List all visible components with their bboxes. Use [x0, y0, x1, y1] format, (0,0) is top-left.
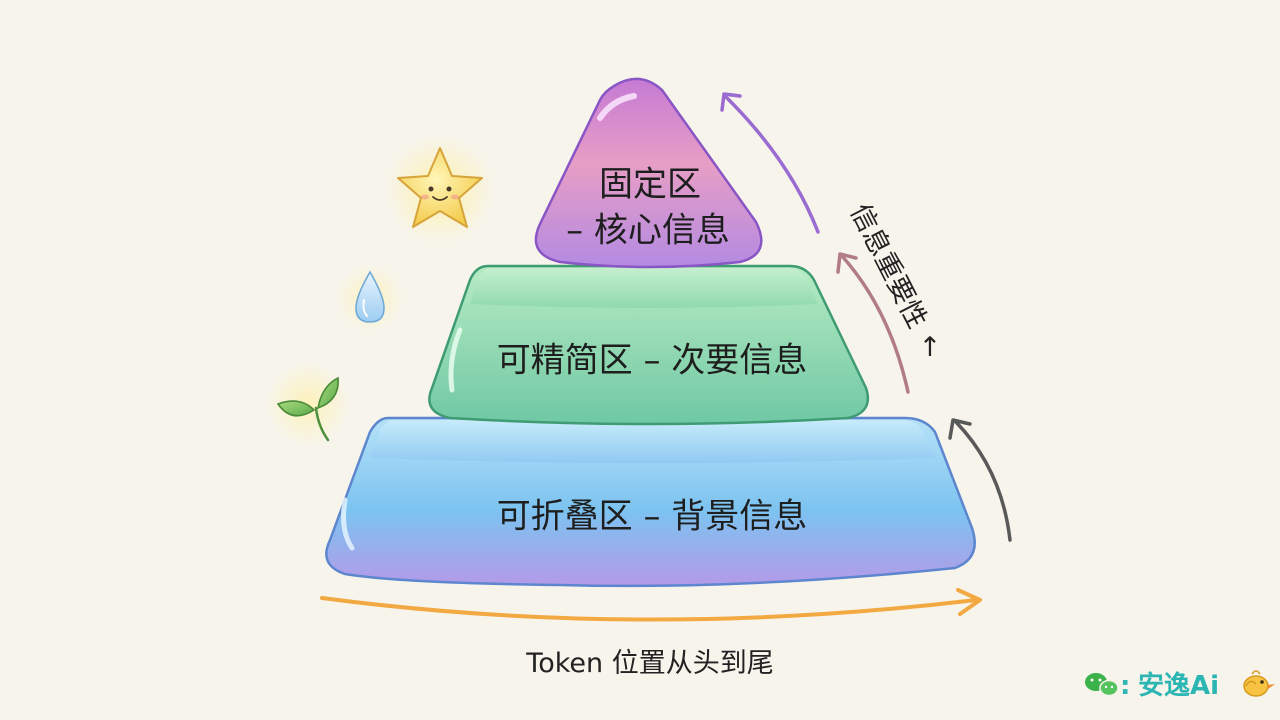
bird-icon: [1243, 670, 1275, 697]
importance-label-group: 信息重要性 ↑: [844, 199, 942, 363]
importance-arrow-middle: [840, 254, 910, 394]
importance-arrows: [720, 92, 1012, 542]
watermark-brand: 安逸Ai: [1138, 671, 1219, 701]
importance-arrow-top: [723, 94, 820, 234]
tier-top-label-line2: – 核心信息: [566, 211, 730, 251]
star-icon: [385, 135, 495, 245]
importance-arrow-glyph: ↑: [919, 332, 942, 363]
tier-middle: 可精简区 – 次要信息: [428, 264, 870, 426]
tier-bottom-label: 可折叠区 – 背景信息: [497, 497, 808, 537]
tier-top-body: [534, 77, 763, 269]
water-drop-icon: [336, 264, 404, 332]
tier-middle-label: 可精简区 – 次要信息: [497, 341, 808, 381]
tier-top: 固定区 – 核心信息: [534, 77, 763, 269]
watermark-separator: :: [1120, 671, 1130, 701]
tier-bottom: 可折叠区 – 背景信息: [325, 416, 976, 588]
tier-middle-top-face: [470, 268, 818, 308]
importance-label: 信息重要性: [844, 199, 933, 333]
tier-top-highlight: [597, 93, 637, 121]
wechat-icon: [1085, 673, 1119, 697]
token-position-label: Token 位置从头到尾: [525, 648, 773, 679]
tier-bottom-highlight: [341, 497, 355, 551]
sprout-icon: [266, 362, 350, 446]
importance-arrow-bottom: [954, 420, 1012, 542]
watermark: : 安逸Ai: [1085, 670, 1275, 701]
tier-middle-highlight: [448, 327, 463, 393]
tier-bottom-top-face: [370, 420, 935, 463]
token-position-arrow: [320, 588, 982, 622]
tier-top-label-line1: 固定区: [599, 165, 701, 205]
